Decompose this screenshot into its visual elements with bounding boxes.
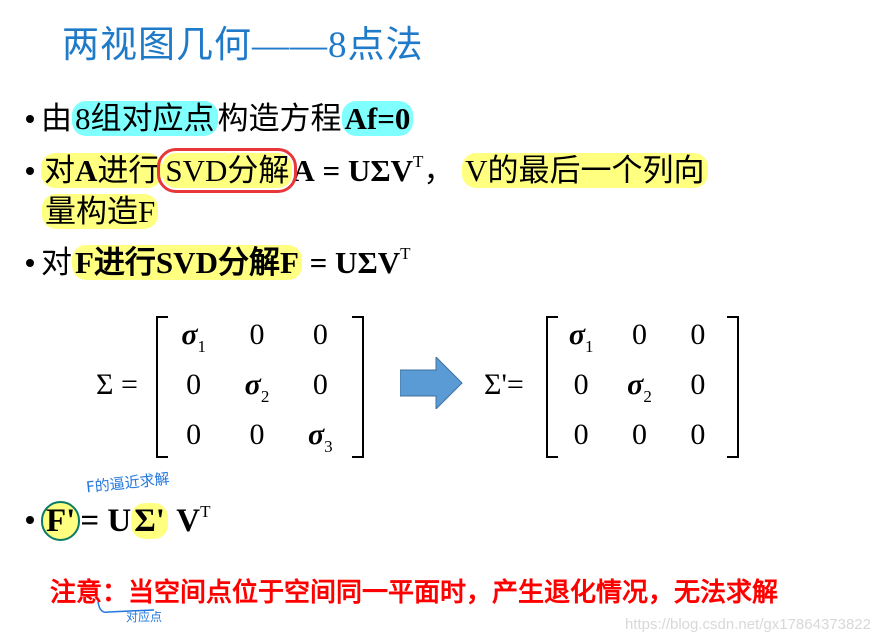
highlight-cyan: 8组对应点 [72, 101, 218, 136]
warning-note: 注意：当空间点位于空间同一平面时，产生退化情况，无法求解 [50, 578, 779, 607]
right-arrow-icon [400, 357, 463, 409]
right-bracket [727, 316, 739, 458]
left-bracket [546, 316, 558, 458]
svd-boxed-text: SVD分解 [157, 148, 298, 193]
bullet-1: 由8组对应点构造方程Af=0 [26, 101, 414, 136]
bullet-dot [26, 258, 34, 267]
left-bracket [156, 316, 168, 458]
bullet-dot [26, 516, 34, 525]
bullet-dot [26, 114, 34, 123]
handwritten-underline [97, 601, 155, 614]
sigma-prime-label: Σ'= [484, 368, 524, 401]
sigma-label-left: Σ = [96, 368, 138, 401]
bullet-4: F'= UΣ' VT [26, 501, 210, 541]
right-bracket [352, 316, 364, 458]
bullet-3: 对F进行SVD分解F = UΣVT [26, 245, 411, 280]
watermark: https://blog.csdn.net/gx17864373822 [624, 616, 871, 633]
handwritten-annotation-bottom: 对应点 [126, 610, 163, 624]
bullet-dot [26, 166, 34, 175]
bullet-2-line2: 量构造F [42, 194, 159, 229]
handwritten-annotation: F的逼近求解 [85, 469, 171, 497]
slide-title: 两视图几何——8点法 [62, 25, 424, 66]
